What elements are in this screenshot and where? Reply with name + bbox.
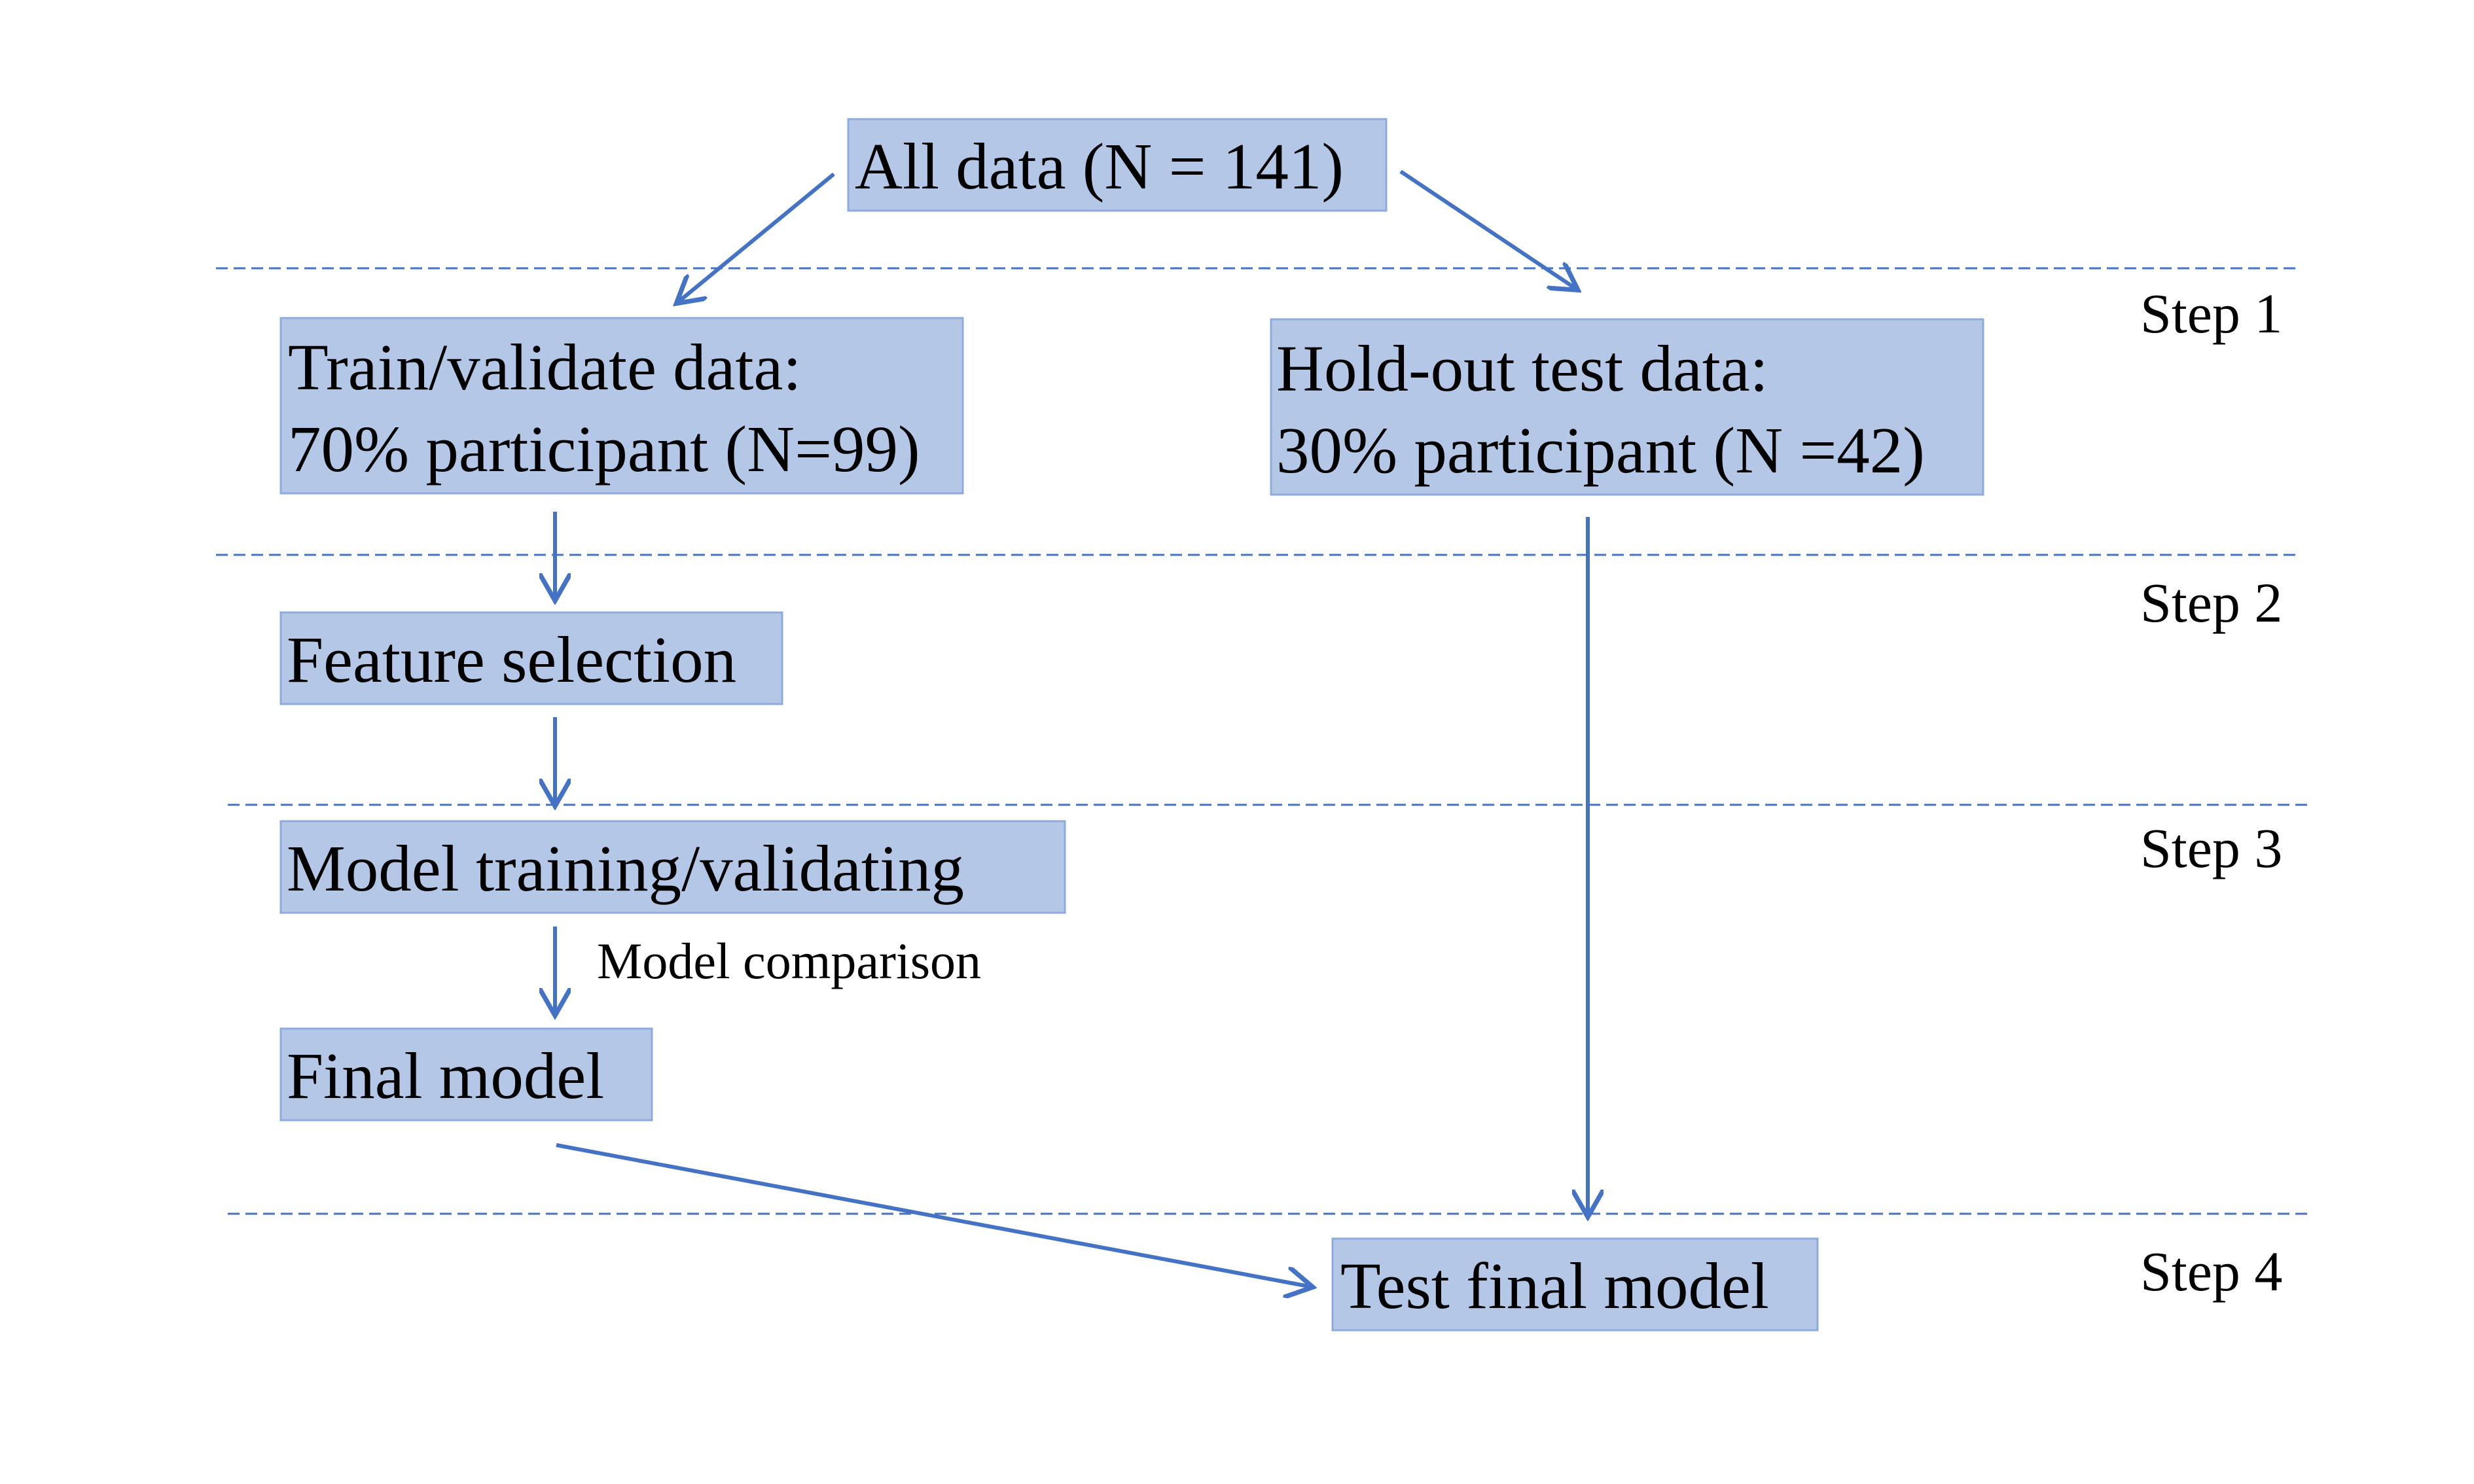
edge-label-model-comparison: Model comparison	[597, 932, 981, 989]
node-feature-selection: Feature selection	[279, 611, 783, 705]
step-label-3: Step 3	[2140, 817, 2282, 879]
node-model-training: Model training/validating	[279, 820, 1066, 914]
step-label-1: Step 1	[2140, 282, 2282, 345]
node-train-validate-line-2: 70% participant (N=99)	[288, 412, 920, 486]
node-holdout: Hold-out test data: 30% participant (N =…	[1270, 318, 1984, 496]
node-model-training-line-1: Model training/validating	[287, 832, 964, 905]
node-train-validate-line-1: Train/validate data:	[288, 330, 801, 404]
node-train-validate: Train/validate data: 70% participant (N=…	[279, 317, 964, 495]
step-label-2: Step 2	[2140, 571, 2282, 634]
step-label-4: Step 4	[2140, 1240, 2282, 1303]
arrow-all-to-holdout	[1399, 169, 1575, 288]
node-test-final-model-line-1: Test final model	[1340, 1249, 1769, 1322]
node-test-final-model: Test final model	[1331, 1237, 1819, 1332]
node-holdout-line-1: Hold-out test data:	[1276, 332, 1768, 405]
node-final-model-line-1: Final model	[287, 1039, 604, 1112]
arrow-final-to-test	[556, 1143, 1309, 1286]
node-final-model: Final model	[279, 1027, 653, 1122]
arrow-all-to-train	[679, 172, 835, 301]
node-all-data: All data (N = 141)	[847, 118, 1388, 212]
node-all-data-line-1: All data (N = 141)	[855, 130, 1344, 203]
node-feature-selection-line-1: Feature selection	[287, 623, 736, 696]
node-holdout-line-2: 30% participant (N =42)	[1276, 414, 1925, 487]
